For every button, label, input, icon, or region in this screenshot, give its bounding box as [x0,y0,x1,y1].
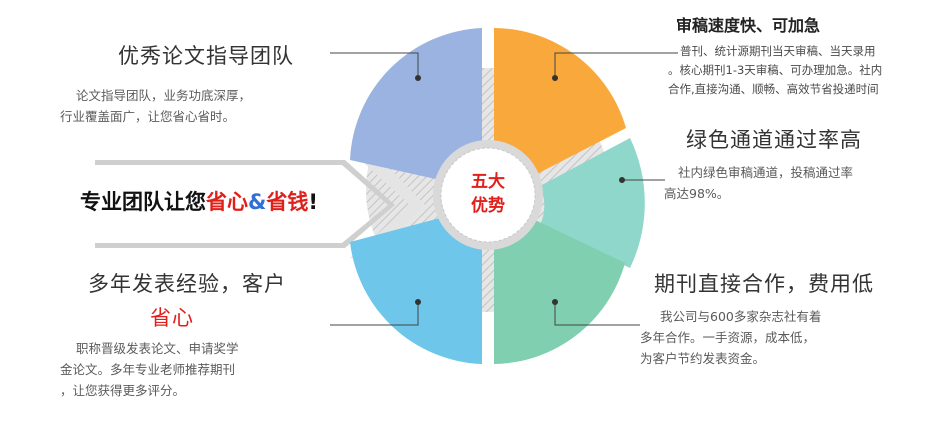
speed-body-line-2: 。核心期刊1-3天审稿、可办理加急。社内 [668,63,883,77]
experience-title-accent: 省心 [150,306,194,330]
experience-body-line-1: 职称晋级发表论文、申请奖学 [76,341,239,356]
speed-title: 审稿速度快、可加急 [676,16,821,35]
connector-lines [330,52,678,326]
slogan-accent-1: 省心 [206,190,248,214]
team-title: 优秀论文指导团队 [118,44,294,68]
slogan: 专业团队让您省心&省钱! [80,186,318,216]
green-body-line-2: 高达98%。 [664,186,730,201]
wedge-direct [494,220,625,364]
direct-body-line-2: 多年合作。一手资源，成本低， [640,330,816,345]
green-title: 绿色通道通过率高 [686,128,862,152]
wedge-team [350,28,482,180]
slogan-amp: & [248,190,267,214]
wedge-speed [494,28,626,175]
slogan-prefix: 专业团队让您 [80,190,206,214]
speed-body-line-3: 合作,直接沟通、顺畅、高效节省投递时间 [668,82,879,96]
hub-center [440,147,536,243]
center-line-2: 优势 [471,196,505,216]
direct-body: 我公司与600多家杂志社有着 多年合作。一手资源，成本低， 为客户节约发表资金。 [640,306,910,369]
team-body-line-1: 论文指导团队，业务功底深厚， [76,88,252,103]
wedge-experience [350,218,482,364]
direct-body-line-3: 为客户节约发表资金。 [640,351,766,366]
team-body: 论文指导团队，业务功底深厚， 行业覆盖面广，让您省心省时。 [60,85,330,127]
connector-dots [415,75,625,305]
green-body: 社内绿色审稿通道，投稿通过率 高达98%。 [664,162,934,204]
experience-body-line-2: 金论文。多年专业老师推荐期刊 [60,362,236,377]
center-label: 五大 优势 [458,170,518,218]
team-body-line-2: 行业覆盖面广，让您省心省时。 [60,109,236,124]
direct-title: 期刊直接合作，费用低 [654,272,874,296]
speed-body: 普刊、统计源期刊当天审稿、当天录用 。核心期刊1-3天审稿、可办理加急。社内 合… [668,42,948,99]
slogan-suffix: ! [308,190,318,214]
experience-body-line-3: ，让您获得更多评分。 [60,383,186,398]
experience-title: 多年发表经验，客户 [88,272,286,296]
slogan-accent-2: 省钱 [266,190,309,214]
speed-body-line-1: 普刊、统计源期刊当天审稿、当天录用 [680,44,876,58]
center-line-1: 五大 [471,172,505,192]
direct-body-line-1: 我公司与600多家杂志社有着 [660,309,822,324]
experience-body: 职称晋级发表论文、申请奖学 金论文。多年专业老师推荐期刊 ，让您获得更多评分。 [60,338,330,401]
green-body-line-1: 社内绿色审稿通道，投稿通过率 [678,165,854,180]
